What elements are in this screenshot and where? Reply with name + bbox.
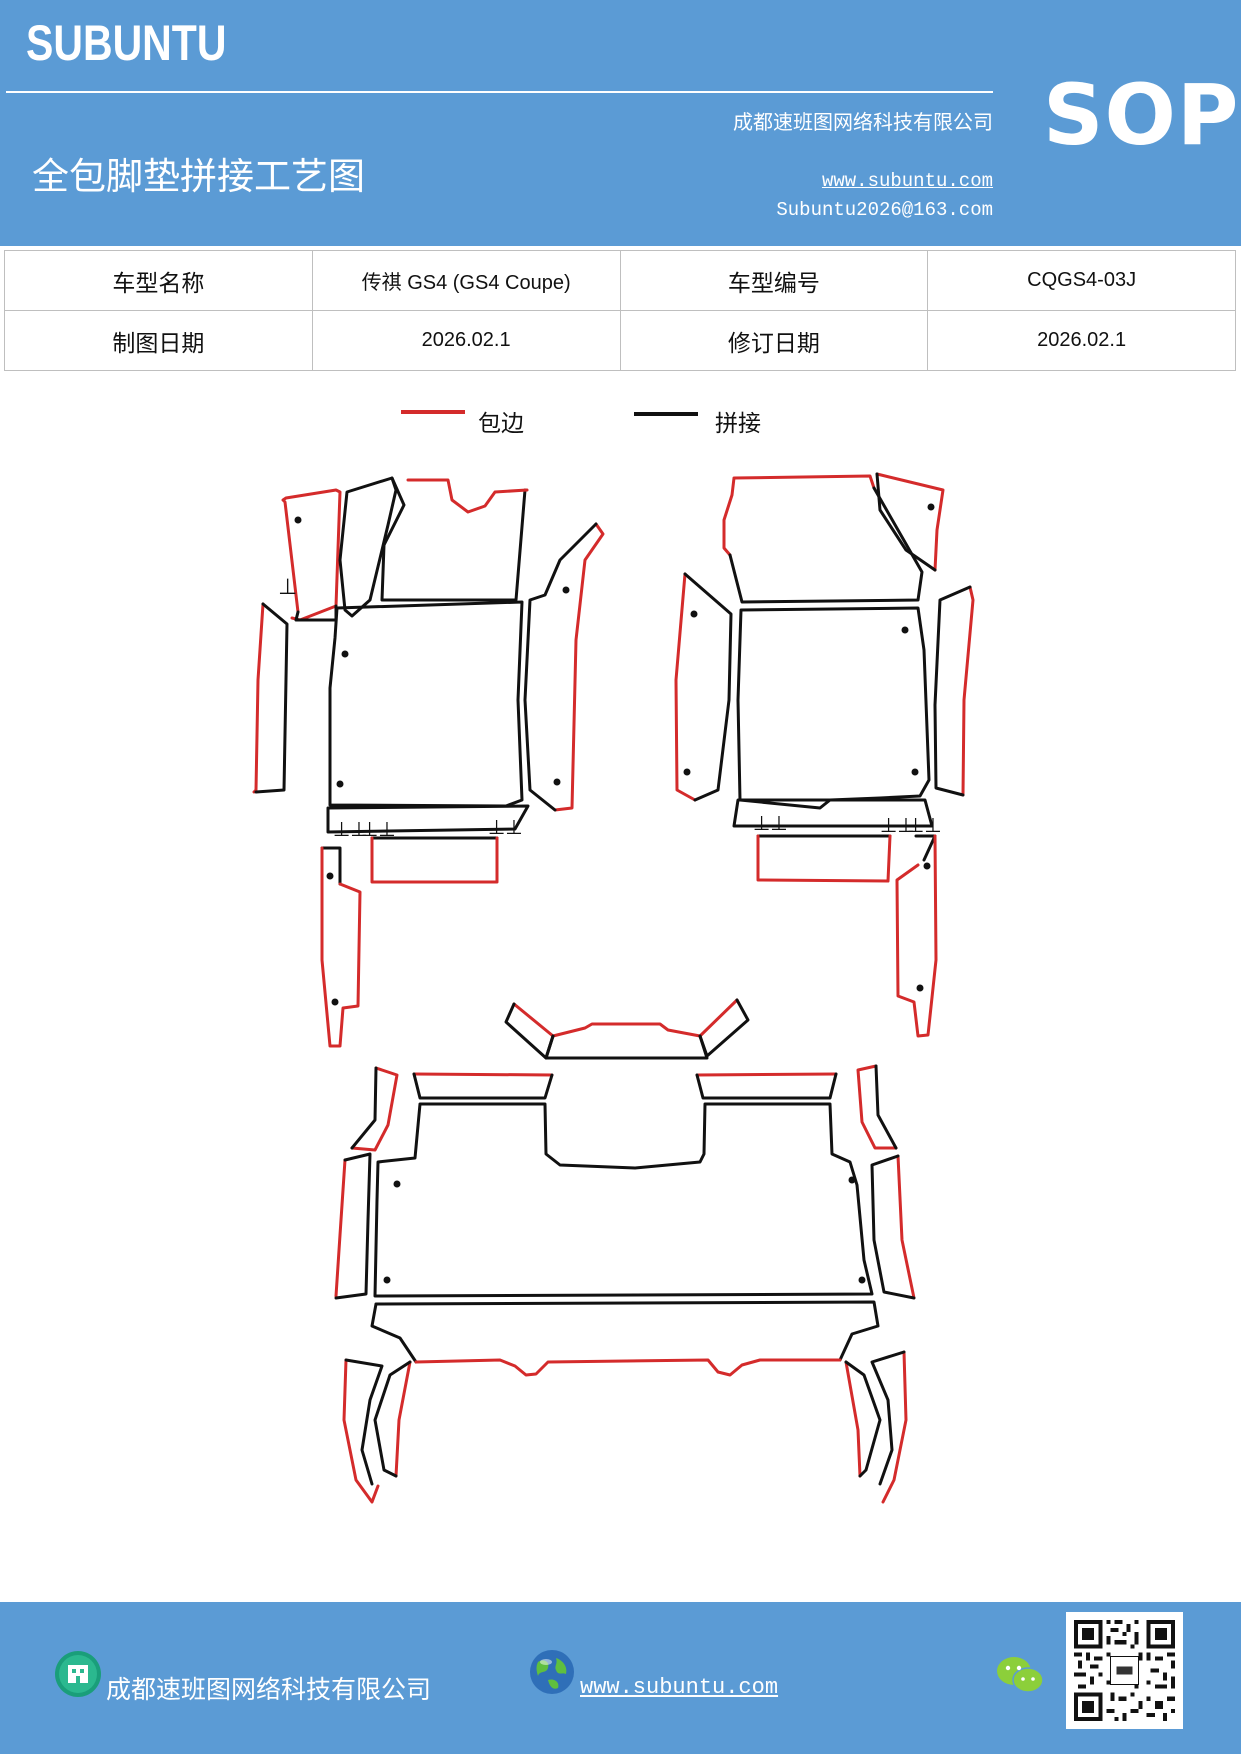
mat-piece <box>344 1358 384 1486</box>
mat-piece <box>695 1072 838 1100</box>
mat-piece <box>523 522 598 812</box>
fastener-dot <box>336 780 344 788</box>
floor-mat-diagram: ⊥ ⊥⊥ ⊥⊥ ⊥⊥ ⊥⊥ ⊥ <box>252 472 975 1504</box>
mat-piece <box>320 846 362 1048</box>
mat-piece <box>281 488 342 622</box>
email-address: Subuntu2026@163.com <box>776 199 993 221</box>
header-banner: SUBUNTU 成都速班图网络科技有限公司 全包脚垫拼接工艺图 www.subu… <box>0 0 1241 246</box>
legend-seam-swatch <box>634 412 698 416</box>
svg-text:⊥⊥: ⊥⊥ <box>753 811 788 835</box>
passenger-mat-group: ⊥⊥ ⊥⊥ ⊥⊥ <box>674 472 975 1038</box>
qr-code[interactable] <box>1066 1612 1183 1729</box>
mat-piece <box>732 798 934 828</box>
mat-piece <box>414 1358 842 1377</box>
footer-company-name: 成都速班图网络科技有限公司 <box>106 1675 432 1704</box>
mat-piece <box>736 606 931 810</box>
fastener-dot <box>331 998 339 1006</box>
fastener-dot <box>393 1180 401 1188</box>
qr-code-image <box>1066 1612 1183 1729</box>
header-divider <box>6 91 993 93</box>
fastener-dot <box>848 1176 856 1184</box>
mat-piece <box>373 1102 874 1298</box>
fastener-dot <box>901 626 909 634</box>
website-link[interactable]: www.subuntu.com <box>821 170 993 192</box>
model-code-label: 车型编号 <box>619 250 929 311</box>
brand-logo: SUBUNTU <box>26 15 227 71</box>
legend-seam-label: 拼接 <box>715 411 761 437</box>
fastener-dot <box>326 872 334 880</box>
svg-text:⊥⊥: ⊥⊥ <box>880 813 915 837</box>
vehicle-info-table: 车型名称 传祺 GS4 (GS4 Coupe) 车型编号 CQGS4-03J 制… <box>4 250 1236 371</box>
mat-piece <box>895 834 938 1038</box>
fastener-dot <box>927 503 935 511</box>
mat-piece <box>326 804 530 834</box>
mat-piece <box>334 1152 372 1300</box>
mat-piece <box>870 1154 916 1300</box>
mat-piece <box>254 602 289 794</box>
fastener-dot <box>294 516 302 524</box>
legend-edge-label: 包边 <box>478 411 524 437</box>
revision-date-value: 2026.02.1 <box>927 310 1236 371</box>
mat-piece <box>728 486 924 604</box>
fastener-dot <box>923 862 931 870</box>
fastener-dot <box>553 778 561 786</box>
drawing-date-value: 2026.02.1 <box>311 310 621 371</box>
mat-piece <box>756 834 892 883</box>
fastener-dot <box>858 1276 866 1284</box>
table-row: 车型名称 传祺 GS4 (GS4 Coupe) 车型编号 CQGS4-03J <box>4 250 1236 311</box>
mat-piece <box>933 585 972 797</box>
mat-piece <box>875 472 937 572</box>
company-name: 成都速班图网络科技有限公司 <box>733 110 993 134</box>
revision-date-label: 修订日期 <box>619 310 929 371</box>
legend-edge-swatch <box>401 410 465 414</box>
svg-text:⊥⊥: ⊥⊥ <box>333 817 368 841</box>
sop-badge: SOP <box>1043 66 1240 164</box>
wechat-icon <box>997 1657 1044 1693</box>
svg-text:⊥⊥: ⊥⊥ <box>361 817 396 841</box>
svg-text:⊥⊥: ⊥⊥ <box>488 815 523 839</box>
model-code-value: CQGS4-03J <box>927 250 1236 311</box>
fastener-dot <box>383 1276 391 1284</box>
model-name-label: 车型名称 <box>4 250 313 311</box>
footer-banner <box>0 1602 1241 1754</box>
fastener-dot <box>683 768 691 776</box>
document-title: 全包脚垫拼接工艺图 <box>32 155 365 198</box>
globe-icon <box>530 1650 574 1694</box>
fastener-dot <box>911 768 919 776</box>
mat-piece <box>683 572 733 802</box>
footer-website-link[interactable]: www.subuntu.com <box>580 1675 779 1700</box>
driver-mat-group: ⊥ ⊥⊥ ⊥⊥ ⊥⊥ <box>252 476 605 1048</box>
fastener-dot <box>690 610 698 618</box>
fastener-dot <box>562 586 570 594</box>
mat-piece <box>370 836 499 884</box>
fastener-dot <box>341 650 349 658</box>
model-name-value: 传祺 GS4 (GS4 Coupe) <box>311 250 621 311</box>
fastener-dot <box>916 984 924 992</box>
svg-text:⊥: ⊥ <box>278 575 297 600</box>
rear-mat-group <box>334 998 916 1504</box>
mat-piece <box>380 476 527 602</box>
svg-text:⊥⊥: ⊥⊥ <box>907 813 942 837</box>
mat-piece <box>338 476 398 618</box>
drawing-date-label: 制图日期 <box>4 310 313 371</box>
table-row: 制图日期 2026.02.1 修订日期 2026.02.1 <box>4 310 1236 371</box>
company-icon <box>55 1651 101 1697</box>
mat-piece <box>328 600 524 808</box>
mat-piece <box>544 1034 709 1060</box>
mat-piece <box>412 1072 554 1100</box>
mat-piece <box>870 1350 906 1486</box>
